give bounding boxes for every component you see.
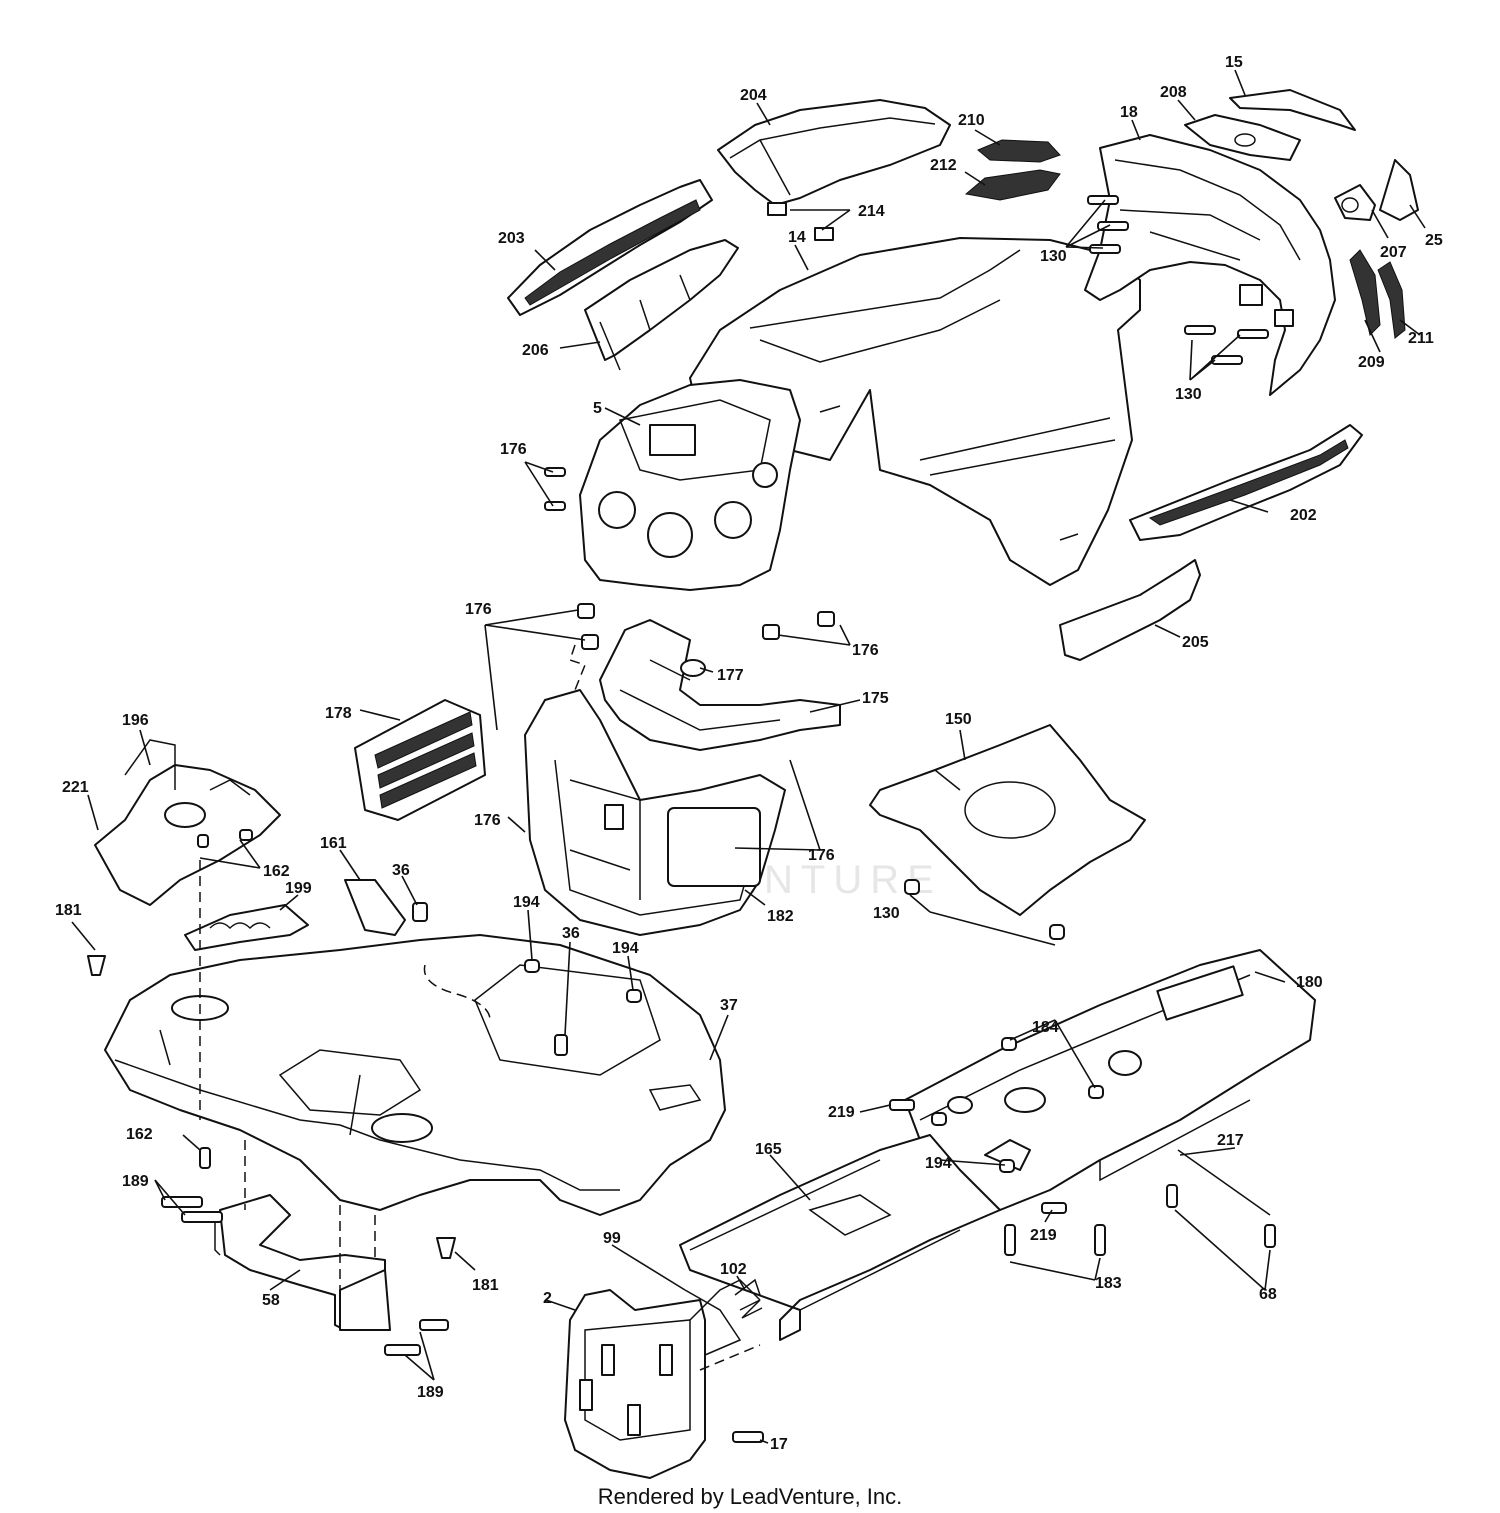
part-vent-plate	[354, 699, 486, 821]
part-grille-bracket	[584, 239, 739, 371]
callout-label: 162	[263, 863, 290, 880]
callout-label: 176	[500, 441, 527, 458]
callout-label: 14	[788, 229, 806, 246]
callout-label: 150	[945, 711, 972, 728]
footer-credit: Rendered by LeadVenture, Inc.	[597, 1484, 903, 1509]
callouts: 204 15 208 210 18 212 214 203 14 130 207…	[55, 54, 1443, 1453]
part-front-plate	[564, 1279, 761, 1479]
callout-label: 210	[958, 112, 985, 129]
dashed-lines	[199, 644, 761, 1371]
part-mount-bracket	[214, 1194, 391, 1331]
part-fender	[104, 934, 726, 1216]
callout-label: 209	[1358, 354, 1385, 371]
callout-label: 182	[767, 908, 794, 925]
part-rods-springs	[684, 1149, 1271, 1356]
callout-label: 176	[465, 601, 492, 618]
callout-label: 17	[770, 1436, 788, 1453]
part-screws-130	[1087, 195, 1269, 365]
part-bolts	[161, 829, 1276, 1443]
callout-label: 199	[285, 880, 312, 897]
callout-label: 194	[925, 1155, 952, 1172]
callout-label: 15	[1225, 54, 1243, 71]
callout-label: 25	[1425, 232, 1443, 249]
callout-label: 175	[862, 690, 889, 707]
callout-label: 194	[513, 894, 540, 911]
callout-label: 194	[612, 940, 639, 957]
part-grommets	[87, 955, 456, 1259]
callout-label: 181	[472, 1277, 499, 1294]
callout-label: 221	[62, 779, 89, 796]
callout-label: 130	[1175, 386, 1202, 403]
callout-label: 189	[417, 1384, 444, 1401]
part-frame-rail	[904, 949, 1316, 1211]
callout-label: 214	[858, 203, 885, 220]
callout-label: 165	[755, 1141, 782, 1158]
callout-label: 180	[1296, 974, 1323, 991]
callout-label: 206	[522, 342, 549, 359]
callout-label: 162	[126, 1126, 153, 1143]
leader-lines	[71, 69, 1426, 1444]
callout-label: 18	[1120, 104, 1138, 121]
callout-label: 208	[1160, 84, 1187, 101]
callout-label: 204	[740, 87, 767, 104]
callout-label: 183	[1095, 1275, 1122, 1292]
callout-label: 178	[325, 705, 352, 722]
part-dashboard	[579, 379, 801, 591]
part-step-cover	[1059, 559, 1201, 661]
callout-label: 184	[1032, 1019, 1059, 1036]
callout-label: 37	[720, 997, 738, 1014]
callout-label: 2	[543, 1290, 552, 1307]
callout-label: 181	[55, 902, 82, 919]
callout-label: 212	[930, 157, 957, 174]
callout-label: 189	[122, 1173, 149, 1190]
part-seat-support	[94, 739, 281, 906]
callout-label: 205	[1182, 634, 1209, 651]
part-small-plates	[184, 879, 428, 951]
callout-label: 217	[1217, 1132, 1244, 1149]
callout-label: 211	[1408, 330, 1434, 347]
callout-label: 196	[122, 712, 149, 729]
part-trim-pieces	[1184, 89, 1419, 221]
part-bumper-strip	[1129, 424, 1363, 541]
callout-label: 99	[603, 1230, 621, 1247]
callout-label: 176	[474, 812, 501, 829]
callout-label: 102	[720, 1261, 747, 1278]
part-lens-grilles	[1349, 249, 1406, 339]
callout-label: 5	[593, 400, 602, 417]
callout-label: 219	[828, 1104, 855, 1121]
callout-label: 202	[1290, 507, 1317, 524]
callout-label: 207	[1380, 244, 1407, 261]
callout-label: 203	[498, 230, 525, 247]
part-side-rail	[679, 1134, 1001, 1341]
callout-label: 36	[392, 862, 410, 879]
callout-label: 58	[262, 1292, 280, 1309]
callout-label: 177	[717, 667, 744, 684]
part-dash-lower-housing	[524, 689, 786, 936]
callout-label: 219	[1030, 1227, 1057, 1244]
callout-label: 36	[562, 925, 580, 942]
part-foot-deck-tray	[869, 724, 1146, 916]
callout-label: 130	[1040, 248, 1067, 265]
part-steering-bracket	[599, 619, 841, 751]
part-front-grille	[507, 179, 713, 316]
part-rear-housing	[1084, 134, 1336, 396]
callout-label: 176	[852, 642, 879, 659]
part-hood-top-cover	[717, 99, 951, 206]
callout-label: 176	[808, 847, 835, 864]
callout-label: 68	[1259, 1286, 1277, 1303]
callout-label: 161	[320, 835, 347, 852]
part-screws-dash	[544, 467, 835, 650]
callout-label: 130	[873, 905, 900, 922]
part-side-grilles	[964, 139, 1061, 201]
